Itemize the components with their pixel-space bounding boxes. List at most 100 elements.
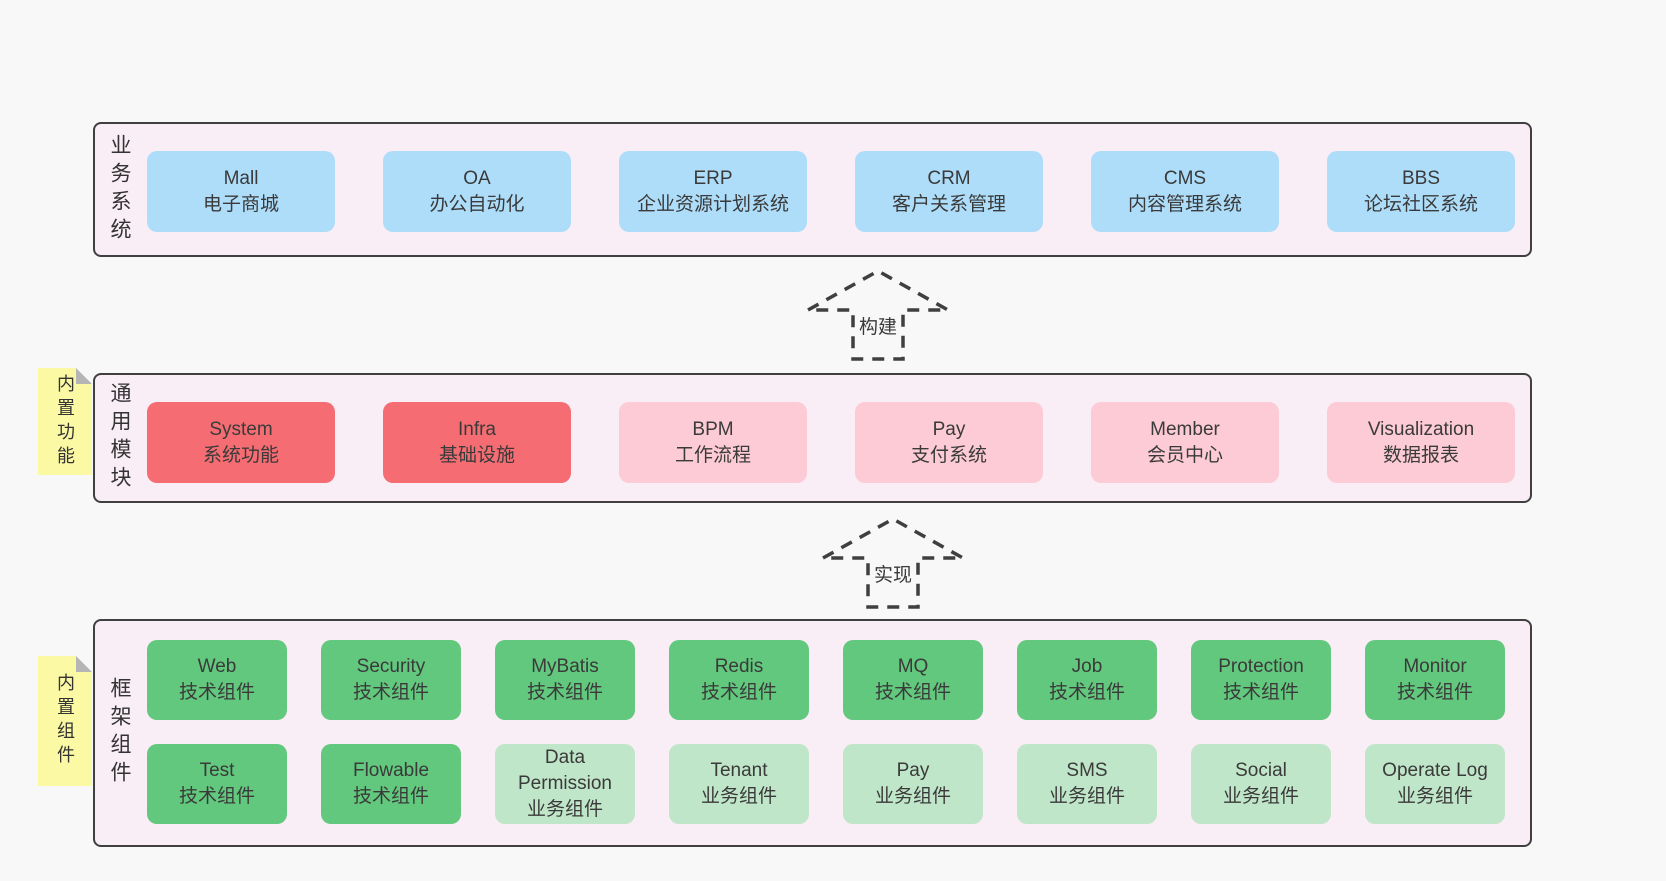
box-title: Data Permission — [518, 747, 612, 794]
box-title: System — [209, 418, 273, 440]
box-title: Monitor — [1403, 656, 1467, 677]
box-title: OA — [463, 167, 491, 189]
box-title: CRM — [927, 167, 971, 189]
framework-components-label: 框架组件 — [108, 677, 131, 789]
box-data-permission: Data Permission 业务组件 — [495, 744, 635, 824]
build-arrow-icon: 构建 — [805, 268, 951, 362]
business-systems-label: 业务系统 — [108, 133, 131, 246]
box-social: Social 业务组件 — [1191, 744, 1331, 824]
box-subtitle: 会员中心 — [1146, 444, 1223, 466]
box-cms: CMS 内容管理系统 — [1091, 151, 1279, 232]
box-subtitle: 技术组件 — [526, 682, 603, 703]
box-subtitle: 技术组件 — [1222, 682, 1299, 703]
box-subtitle: 技术组件 — [352, 682, 429, 703]
box-subtitle: 业务组件 — [874, 786, 951, 807]
box-subtitle: 技术组件 — [700, 682, 777, 703]
box-mq: MQ 技术组件 — [843, 640, 983, 720]
box-subtitle: 客户关系管理 — [891, 193, 1006, 215]
business-systems-row: Mall 电子商城 OA 办公自动化 ERP 企业资源计划系统 CRM 客户关系… — [147, 151, 1515, 232]
box-infra: Infra 基础设施 — [383, 402, 571, 483]
box-subtitle: 论坛社区系统 — [1363, 193, 1478, 215]
note-fold-icon — [76, 656, 92, 672]
box-subtitle: 办公自动化 — [429, 193, 525, 215]
common-modules-panel: 通用模块 System 系统功能 Infra 基础设施 BPM 工作流程 Pay… — [93, 373, 1532, 503]
box-title: Visualization — [1367, 418, 1475, 440]
box-monitor: Monitor 技术组件 — [1365, 640, 1505, 720]
box-subtitle: 支付系统 — [910, 444, 987, 466]
build-arrow-label: 构建 — [855, 312, 901, 339]
box-title: Redis — [714, 656, 764, 677]
box-title: Job — [1071, 656, 1103, 677]
implement-arrow-label: 实现 — [870, 560, 916, 587]
box-flowable: Flowable 技术组件 — [321, 744, 461, 824]
box-subtitle: 业务组件 — [1396, 786, 1473, 807]
box-mall: Mall 电子商城 — [147, 151, 335, 232]
box-subtitle: 技术组件 — [178, 786, 255, 807]
box-title: BBS — [1401, 167, 1441, 189]
box-web: Web 技术组件 — [147, 640, 287, 720]
box-title: ERP — [693, 167, 733, 189]
box-subtitle: 数据报表 — [1382, 444, 1459, 466]
box-mybatis: MyBatis 技术组件 — [495, 640, 635, 720]
box-title: CMS — [1163, 167, 1207, 189]
box-security: Security 技术组件 — [321, 640, 461, 720]
box-title: Infra — [457, 418, 497, 440]
box-subtitle: 技术组件 — [352, 786, 429, 807]
box-subtitle: 基础设施 — [438, 444, 515, 466]
box-title: Operate Log — [1382, 760, 1488, 781]
common-modules-label: 通用模块 — [108, 382, 131, 494]
box-title: Security — [356, 656, 426, 677]
box-subtitle: 技术组件 — [1048, 682, 1125, 703]
note-fold-icon — [76, 368, 92, 384]
box-title: MQ — [897, 656, 929, 677]
box-subtitle: 技术组件 — [874, 682, 951, 703]
box-title: Pay — [932, 418, 966, 440]
box-member: Member 会员中心 — [1091, 402, 1279, 483]
box-subtitle: 业务组件 — [526, 799, 603, 820]
box-test: Test 技术组件 — [147, 744, 287, 824]
box-sms: SMS 业务组件 — [1017, 744, 1157, 824]
box-subtitle: 内容管理系统 — [1127, 193, 1242, 215]
box-subtitle: 电子商城 — [202, 193, 279, 215]
implement-arrow-icon: 实现 — [820, 516, 966, 610]
box-subtitle: 企业资源计划系统 — [636, 193, 789, 215]
common-modules-row: System 系统功能 Infra 基础设施 BPM 工作流程 Pay 支付系统… — [147, 402, 1515, 483]
box-title: Social — [1235, 760, 1287, 781]
box-protection: Protection 技术组件 — [1191, 640, 1331, 720]
box-operate-log: Operate Log 业务组件 — [1365, 744, 1505, 824]
box-pay-component: Pay 业务组件 — [843, 744, 983, 824]
box-job: Job 技术组件 — [1017, 640, 1157, 720]
business-systems-panel: 业务系统 Mall 电子商城 OA 办公自动化 ERP 企业资源计划系统 CRM… — [93, 122, 1532, 257]
box-bpm: BPM 工作流程 — [619, 402, 807, 483]
box-erp: ERP 企业资源计划系统 — [619, 151, 807, 232]
box-subtitle: 业务组件 — [700, 786, 777, 807]
box-title: SMS — [1066, 760, 1108, 781]
box-title: Test — [199, 760, 235, 781]
box-subtitle: 系统功能 — [202, 444, 279, 466]
box-title: Protection — [1218, 656, 1304, 677]
framework-components-panel: 框架组件 Web 技术组件 Security 技术组件 MyBatis 技术组件… — [93, 619, 1532, 847]
box-bbs: BBS 论坛社区系统 — [1327, 151, 1515, 232]
box-title: BPM — [692, 418, 734, 440]
box-visualization: Visualization 数据报表 — [1327, 402, 1515, 483]
box-title: MyBatis — [531, 656, 599, 677]
box-subtitle: 业务组件 — [1048, 786, 1125, 807]
box-subtitle: 工作流程 — [674, 444, 751, 466]
box-system: System 系统功能 — [147, 402, 335, 483]
box-pay-module: Pay 支付系统 — [855, 402, 1043, 483]
box-crm: CRM 客户关系管理 — [855, 151, 1043, 232]
box-redis: Redis 技术组件 — [669, 640, 809, 720]
box-title: Pay — [896, 760, 930, 781]
box-subtitle: 技术组件 — [1396, 682, 1473, 703]
box-title: Web — [197, 656, 237, 677]
box-title: Mall — [223, 167, 259, 189]
box-title: Member — [1150, 418, 1220, 440]
box-subtitle: 业务组件 — [1222, 786, 1299, 807]
built-in-components-note: 内置组件 — [38, 656, 92, 786]
box-title: Tenant — [710, 760, 768, 781]
built-in-features-note: 内置功能 — [38, 368, 92, 475]
box-title: Flowable — [352, 760, 430, 781]
box-oa: OA 办公自动化 — [383, 151, 571, 232]
framework-components-row-2: Test 技术组件 Flowable 技术组件 Data Permission … — [147, 744, 1505, 824]
